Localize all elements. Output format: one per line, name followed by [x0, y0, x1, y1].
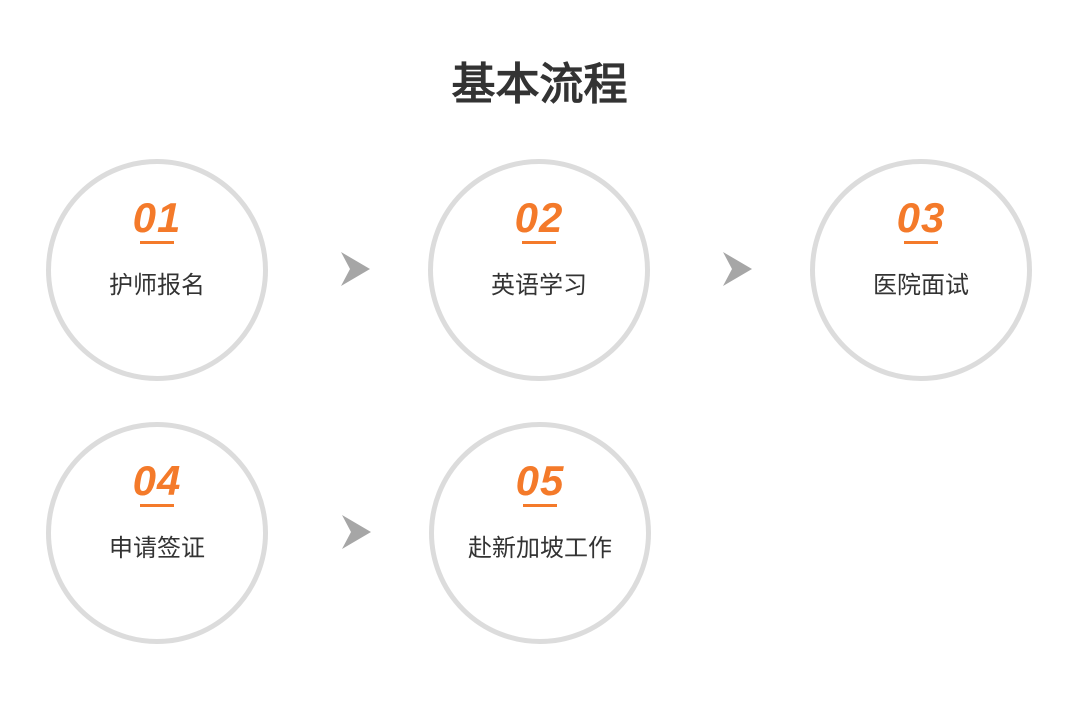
step-label: 医院面试 [873, 271, 969, 299]
step-2: 02 英语学习 [428, 159, 650, 381]
step-number: 04 [132, 457, 182, 504]
step-label: 英语学习 [491, 271, 587, 299]
step-underline [522, 241, 556, 244]
step-underline [523, 504, 557, 507]
step-label: 护师报名 [109, 271, 205, 299]
step-5: 05 赴新加坡工作 [429, 422, 651, 644]
step-3: 03 医院面试 [810, 159, 1032, 381]
step-underline [140, 504, 174, 507]
arrow-right-icon [341, 252, 370, 286]
arrow-right-icon [342, 515, 371, 549]
step-number: 05 [515, 457, 565, 504]
step-label: 申请签证 [109, 534, 205, 562]
step-number: 02 [514, 194, 564, 241]
step-underline [904, 241, 938, 244]
step-1: 01 护师报名 [46, 159, 268, 381]
step-number: 03 [896, 194, 946, 241]
arrow-right-icon [723, 252, 752, 286]
step-label: 赴新加坡工作 [468, 534, 612, 562]
page-title: 基本流程 [451, 59, 628, 110]
step-4: 04 申请签证 [46, 422, 268, 644]
step-number: 01 [132, 194, 182, 241]
step-underline [140, 241, 174, 244]
